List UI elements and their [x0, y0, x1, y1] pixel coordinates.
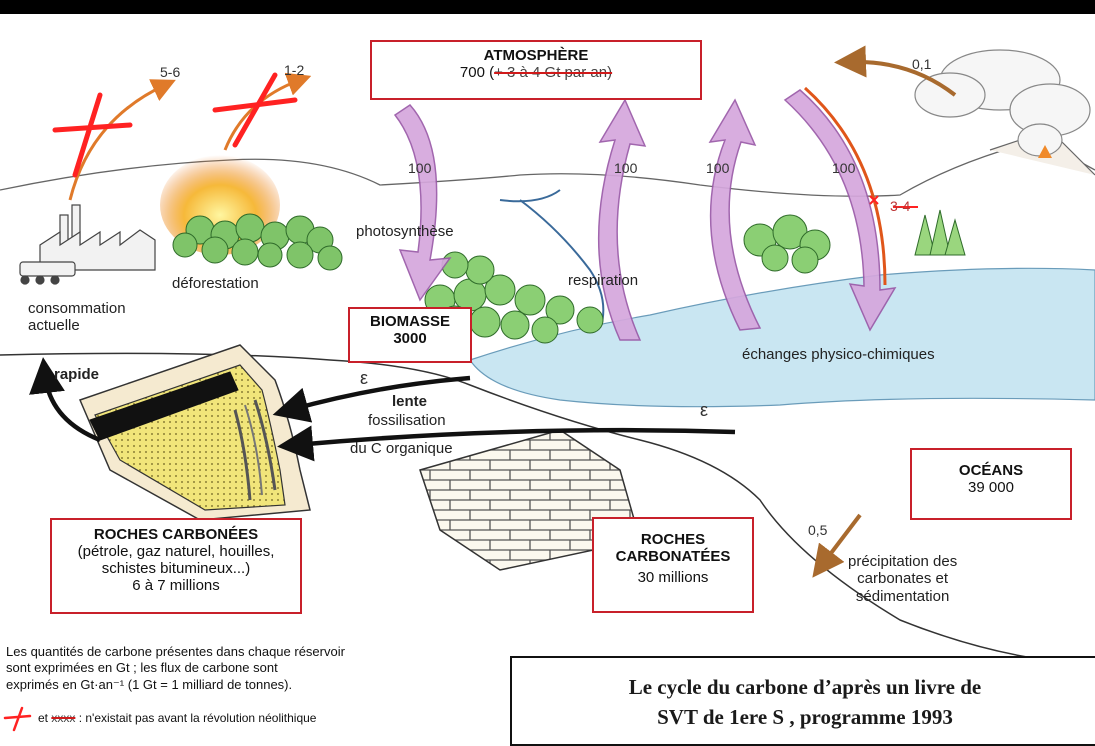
- volcano-flow-value: 0,1: [912, 56, 931, 72]
- carbonate-rocks-box: ROCHES CARBONATÉES 30 millions: [592, 517, 754, 613]
- exchange-down-flow-value: 100: [832, 160, 855, 176]
- oceans-value: 39 000: [912, 479, 1070, 496]
- precipitation-flow-value: 0,5: [808, 522, 827, 538]
- red-cross-deforestation: [215, 75, 295, 145]
- fossilisation-arrow-upper: [290, 378, 470, 410]
- oceans-title: OCÉANS: [912, 462, 1070, 479]
- rapid-label: rapide: [54, 366, 99, 383]
- forest-right: [744, 215, 830, 273]
- atmosphere-value-line: 700 (+ 3 à 4 Gt par an): [372, 64, 700, 81]
- carbon-rocks-line2: schistes bitumineux...): [52, 560, 300, 577]
- cloud: [915, 50, 1090, 156]
- precipitation-label: précipitation des carbonates et sédiment…: [848, 553, 957, 605]
- legend-key: et xxxx : n'existait pas avant la révolu…: [38, 711, 316, 726]
- legend-key-struck: xxxx: [51, 711, 75, 725]
- carbon-rocks-value: 6 à 7 millions: [52, 577, 300, 594]
- oceans-box: OCÉANS 39 000: [910, 448, 1072, 520]
- organic-carbon-label: du C organique: [350, 440, 453, 457]
- respiration-label: respiration: [568, 272, 638, 289]
- red-cross-consumption: [55, 95, 130, 175]
- legend-line-1: Les quantités de carbone présentes dans …: [6, 644, 345, 659]
- carbonate-rocks-title-1: ROCHES: [594, 531, 752, 548]
- river: [500, 190, 560, 201]
- atmosphere-value: 700: [460, 64, 485, 81]
- legend-line-3: exprimés en Gt·an⁻¹ (1 Gt = 1 milliard d…: [6, 677, 292, 692]
- carbon-rocks-line1: (pétrole, gaz naturel, houilles,: [52, 543, 300, 560]
- consumption-label-1: consommation: [28, 300, 126, 317]
- epsilon-upper: ε: [360, 368, 368, 389]
- fossilisation-label: fossilisation: [368, 412, 446, 429]
- atmosphere-title: ATMOSPHÈRE: [372, 47, 700, 64]
- legend-line-2: sont exprimées en Gt ; les flux de carbo…: [6, 660, 278, 675]
- deforestation-flow-value: 1-2: [284, 62, 304, 78]
- title-line-1: Le cycle du carbone d’après un livre de: [629, 675, 982, 699]
- consumption-flow-value: 5-6: [160, 64, 180, 80]
- respiration-flow-value: 100: [614, 160, 637, 176]
- atmosphere-struck-note: + 3 à 4 Gt par an): [494, 64, 612, 81]
- biomass-box: BIOMASSE 3000: [348, 307, 472, 363]
- consumption-label: consommation actuelle: [28, 300, 126, 335]
- carbon-rocks-box: ROCHES CARBONÉES (pétrole, gaz naturel, …: [50, 518, 302, 614]
- carbon-rocks-title: ROCHES CARBONÉES: [52, 526, 300, 543]
- atmosphere-box: ATMOSPHÈRE 700 (+ 3 à 4 Gt par an): [370, 40, 702, 100]
- exchange-up-flow-value: 100: [706, 160, 729, 176]
- units-legend: Les quantités de carbone présentes dans …: [6, 644, 345, 693]
- precipitation-label-3: sédimentation: [856, 588, 949, 605]
- respiration-arrow: [599, 100, 645, 340]
- conifers-right: [915, 210, 965, 255]
- legend-cross-icon: [5, 708, 30, 730]
- exchanges-label: échanges physico-chimiques: [742, 346, 935, 363]
- top-band: [0, 0, 1095, 14]
- photosynthesis-label: photosynthèse: [356, 223, 454, 240]
- biomass-value: 3000: [350, 330, 470, 347]
- ocean: [470, 268, 1095, 406]
- title-line-2: SVT de 1ere S , programme 1993: [657, 705, 953, 729]
- struck-flow-value: 3-4: [890, 198, 910, 214]
- factory: [20, 205, 155, 284]
- rock-layers: [80, 345, 310, 520]
- carbonate-rocks-title-2: CARBONATÉES: [594, 548, 752, 565]
- legend-key-text: et: [38, 711, 48, 725]
- consumption-label-2: actuelle: [28, 317, 80, 334]
- precipitation-label-2: carbonates et: [857, 570, 948, 587]
- legend-key-note: : n'existait pas avant la révolution néo…: [79, 711, 317, 725]
- carbonate-rocks-value: 30 millions: [594, 569, 752, 586]
- slow-label: lente: [392, 393, 427, 410]
- photosynthesis-arrow: [395, 105, 450, 300]
- precipitation-label-1: précipitation des: [848, 553, 957, 570]
- deforestation-label: déforestation: [172, 275, 259, 292]
- photosynthesis-flow-value: 100: [408, 160, 431, 176]
- biomass-title: BIOMASSE: [350, 313, 470, 330]
- epsilon-lower: ε: [700, 400, 708, 421]
